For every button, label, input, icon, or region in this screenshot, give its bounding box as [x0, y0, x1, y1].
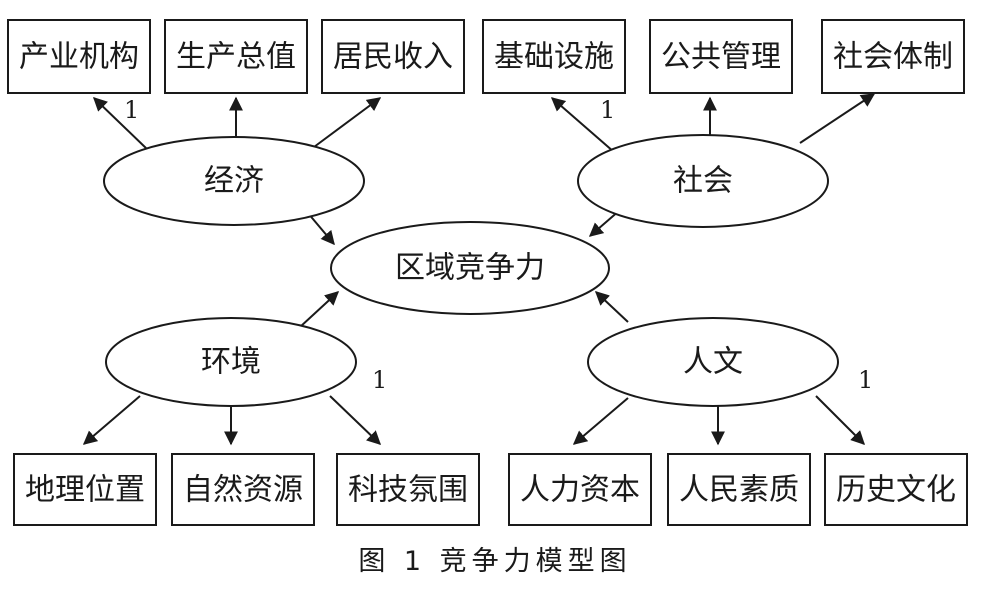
edges [82, 93, 876, 446]
box-industry [7, 19, 151, 94]
box-income-label: 居民收入 [333, 40, 453, 75]
nodes: 经济 社会 区域竞争力 环境 人文 [103, 134, 839, 407]
weight-environment: 1 [372, 366, 387, 394]
edge-economy-income [313, 97, 382, 148]
edge-humanities-center [594, 291, 629, 323]
weight-humanities: 1 [858, 366, 873, 394]
center-label: 区域竞争力 [395, 251, 545, 286]
box-resources-label: 自然资源 [183, 473, 303, 508]
box-gdp-label: 生产总值 [176, 40, 296, 75]
box-gdp [164, 19, 308, 94]
box-technology-label: 科技氛围 [348, 473, 468, 508]
node-environment [105, 317, 357, 407]
node-humanities [587, 317, 839, 407]
box-income [321, 19, 465, 94]
edge-humanities-history [815, 395, 865, 445]
node-humanities-label: 人文 [683, 345, 743, 380]
weight-society: 1 [600, 96, 615, 124]
edge-economy-industry [92, 97, 149, 151]
node-economy [103, 136, 365, 226]
edge-environment-center [299, 291, 340, 328]
edge-environment-location [82, 395, 141, 445]
box-system-label: 社会体制 [833, 40, 953, 75]
box-industry-label: 产业机构 [19, 40, 139, 75]
box-management-label: 公共管理 [661, 40, 781, 75]
node-society [577, 134, 829, 228]
box-capital [508, 453, 652, 526]
box-capital-label: 人力资本 [520, 473, 640, 508]
edge-humanities-capital [572, 397, 629, 445]
box-location [13, 453, 157, 526]
weight-economy: 1 [124, 96, 139, 124]
edge-weights: 1 1 1 1 [124, 96, 873, 394]
edge-society-infrastructure [550, 97, 615, 153]
figure-caption: 图 1 竞争力模型图 [358, 546, 631, 577]
top-boxes: 产业机构 生产总值 居民收入 基础设施 公共管理 社会体制 [7, 19, 965, 94]
box-infrastructure-label: 基础设施 [494, 40, 614, 75]
bottom-boxes: 地理位置 自然资源 科技氛围 人力资本 人民素质 历史文化 [13, 453, 968, 526]
box-resources [171, 453, 315, 526]
node-society-label: 社会 [673, 164, 733, 199]
box-quality-label: 人民素质 [679, 473, 799, 508]
box-system [821, 19, 965, 94]
node-center [330, 221, 610, 315]
node-economy-label: 经济 [204, 164, 264, 199]
edge-society-system [799, 93, 876, 144]
box-technology [336, 453, 480, 526]
node-environment-label: 环境 [201, 345, 261, 380]
box-location-label: 地理位置 [25, 473, 145, 508]
edge-environment-technology [329, 395, 382, 445]
box-management [649, 19, 793, 94]
box-history-label: 历史文化 [836, 473, 956, 508]
box-history [824, 453, 968, 526]
box-quality [667, 453, 811, 526]
box-infrastructure [482, 19, 626, 94]
